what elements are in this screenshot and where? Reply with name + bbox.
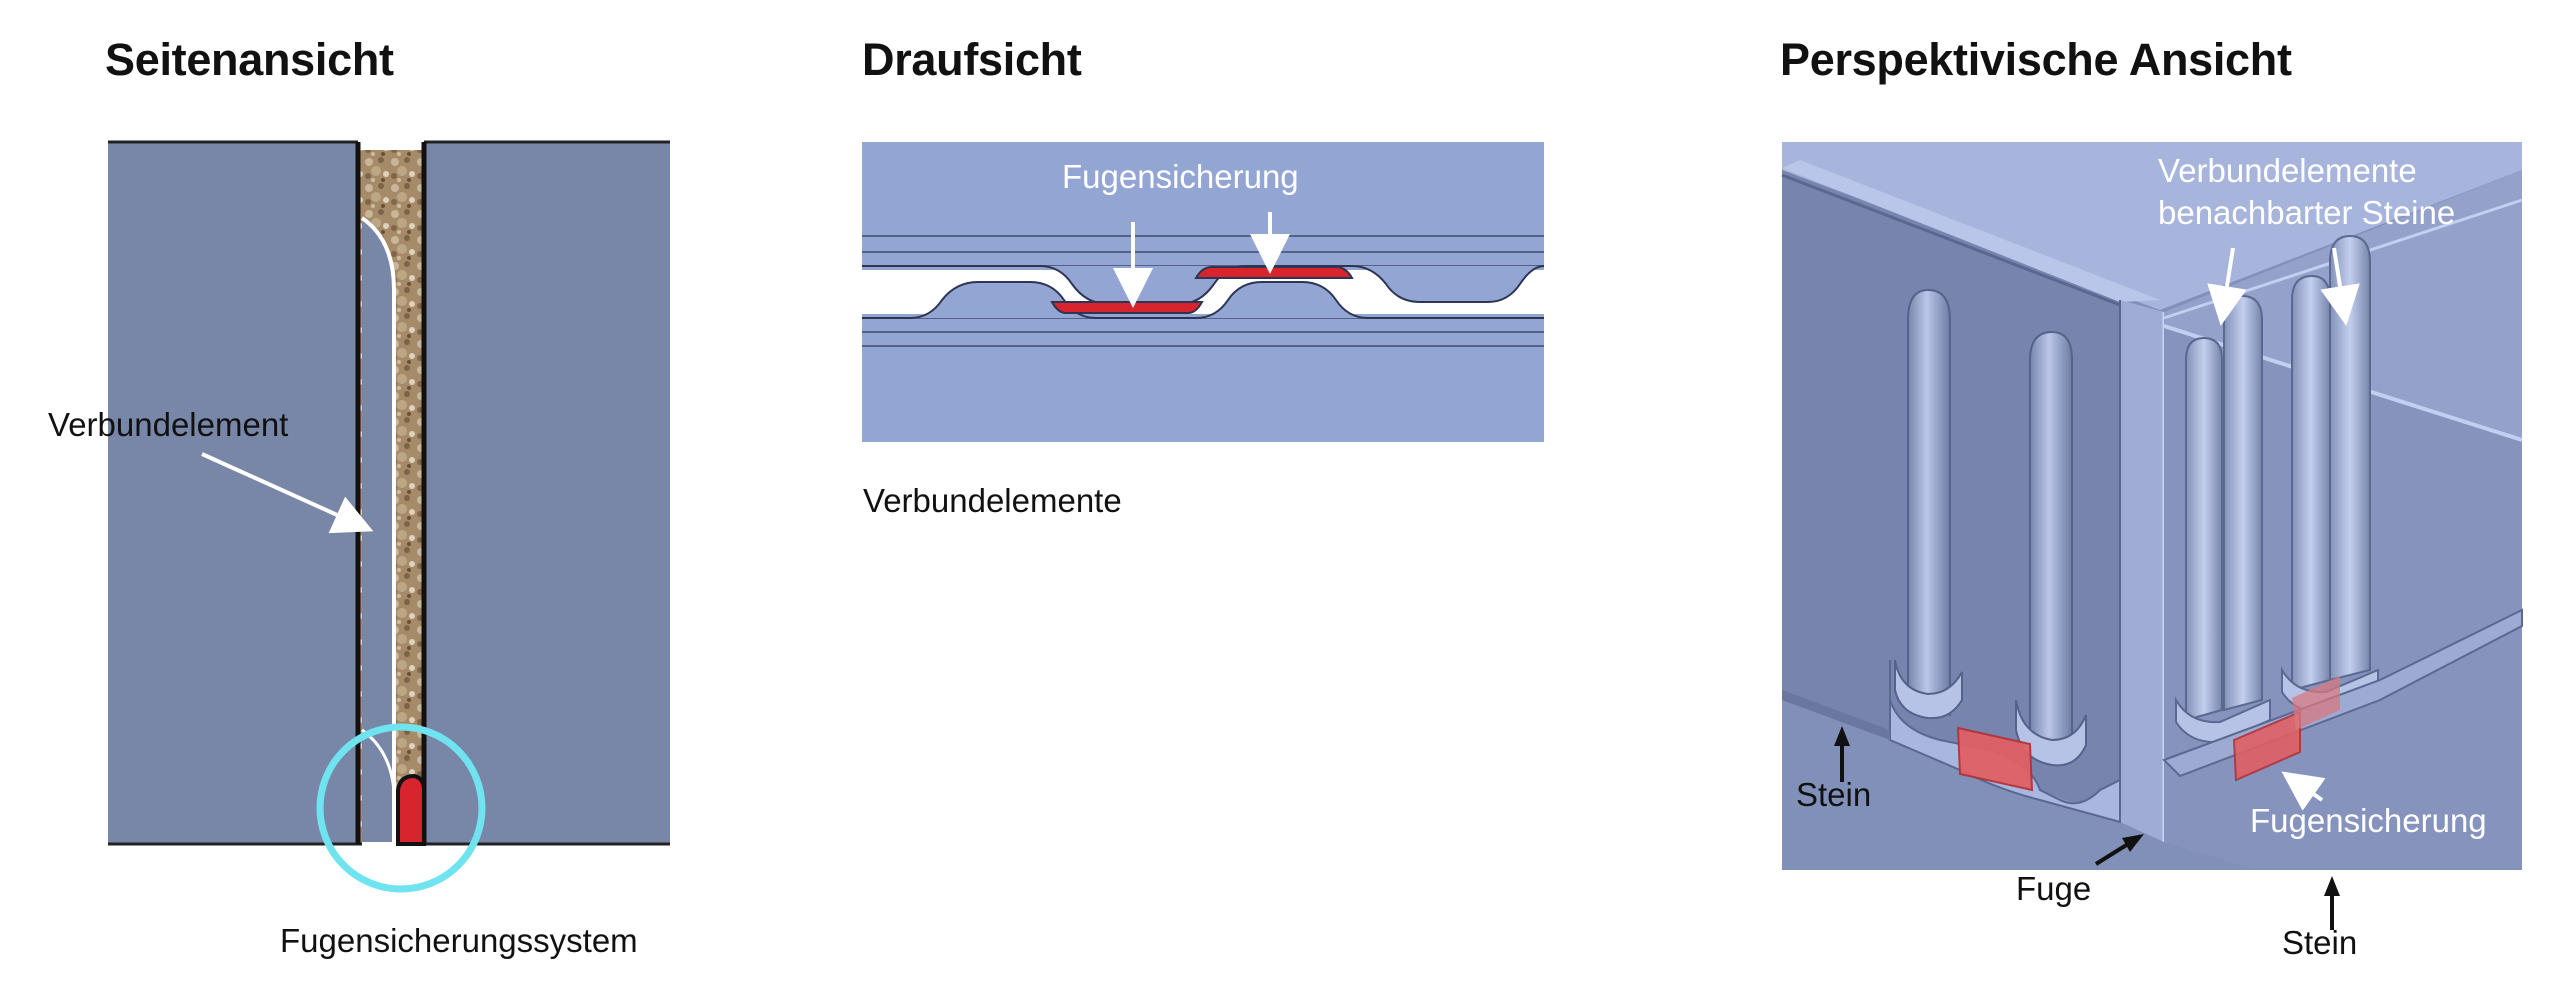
label-verbundelemente: Verbundelemente [863, 482, 1122, 519]
persp-arrow-seal [2281, 771, 2326, 811]
stone-right [424, 142, 670, 844]
perspective-view [1781, 142, 2523, 930]
top-bumps-lower [862, 281, 1544, 319]
arrow-verbundelement [201, 452, 374, 534]
verbundelement-profile [360, 216, 396, 846]
persp-base-left [1889, 660, 2121, 824]
label-persp-fuge: Fuge [2016, 870, 2092, 907]
highlight-circle [316, 723, 486, 893]
title-side-view: Seitenansicht [105, 34, 394, 85]
persp-rods-left [1894, 288, 2087, 767]
persp-seal-left [1956, 726, 2034, 792]
label-fugensicherungssystem: Fugensicherungssystem [280, 922, 638, 959]
persp-top-surface [1782, 142, 2522, 310]
top-stone-lower [862, 314, 1544, 442]
persp-seal-right [2232, 710, 2301, 782]
stone-left [108, 142, 358, 844]
label-persp-fugensicherung: Fugensicherung [2250, 802, 2487, 839]
label-persp-stein-right: Stein [2282, 924, 2358, 961]
seal-red [396, 773, 426, 846]
label-persp-stein-left: Stein [1796, 776, 1872, 813]
label-top-fugensicherung: Fugensicherung [1062, 158, 1299, 195]
top-stone-upper [862, 142, 1544, 270]
title-perspective-view: Perspektivische Ansicht [1780, 34, 2292, 85]
side-view [108, 140, 670, 893]
persp-arrow-elem-2 [2320, 247, 2360, 326]
top-view [862, 142, 1545, 442]
title-top-view: Draufsicht [862, 34, 1082, 85]
persp-black-arrows [1834, 726, 2340, 930]
label-persp-elements-2: benachbarter Steine [2158, 194, 2456, 231]
persp-arrow-elem-1 [2207, 247, 2247, 326]
label-verbundelement: Verbundelement [48, 406, 289, 443]
top-seal-right [1194, 266, 1354, 279]
top-seal-left [1050, 301, 1204, 314]
label-persp-elements-1: Verbundelemente [2158, 152, 2417, 189]
persp-joint [2120, 300, 2164, 842]
